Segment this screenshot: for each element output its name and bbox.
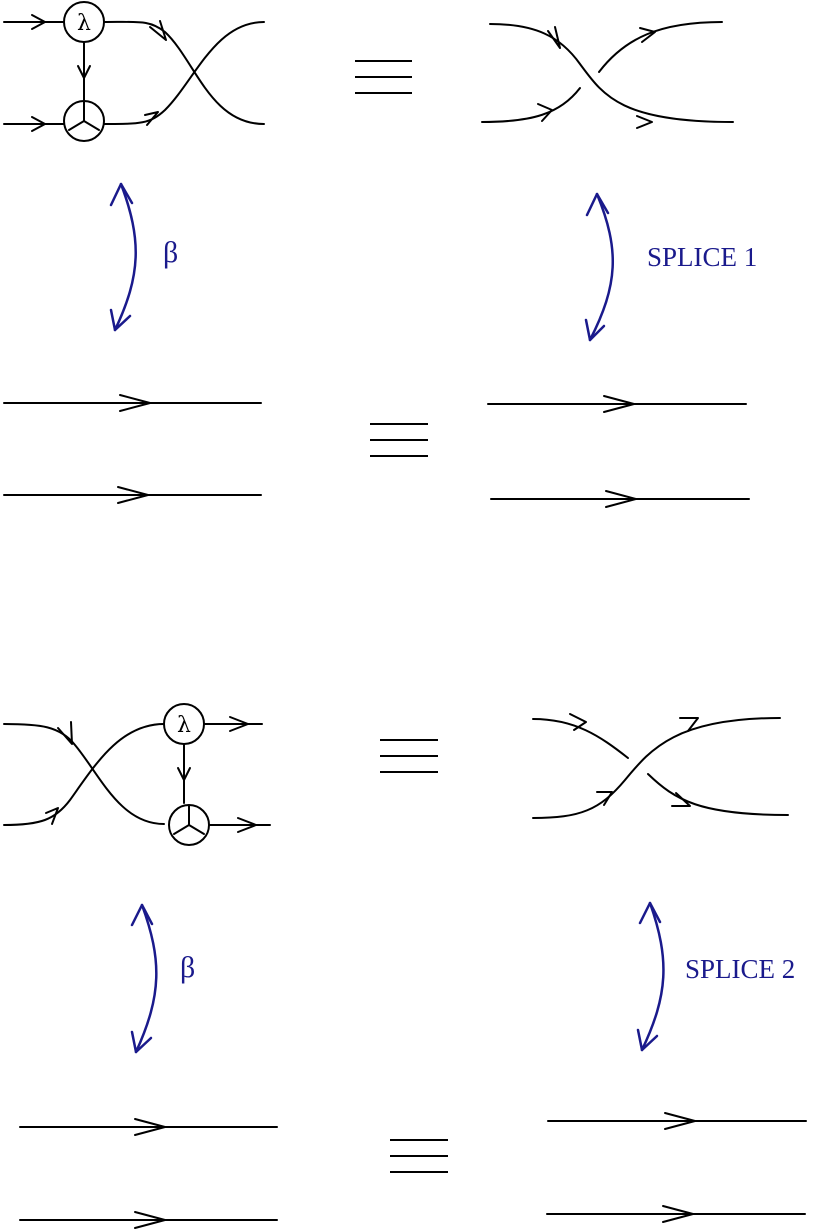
equivalence-sign <box>380 739 438 773</box>
arrowhead <box>177 767 191 781</box>
beta-label-top: β <box>163 236 178 269</box>
splice2-move-arrow <box>636 901 665 1052</box>
arrowhead <box>639 27 656 43</box>
equivalence-sign <box>355 60 412 94</box>
crossing-strand-under-left <box>532 718 629 759</box>
equivalence-sign <box>390 1139 448 1173</box>
arrowhead <box>671 792 691 807</box>
arrowhead <box>679 717 699 732</box>
crossing-strand-over <box>532 717 781 819</box>
beta-move-arrow-top <box>109 182 137 332</box>
arrowhead <box>636 115 653 129</box>
arrowhead <box>547 26 561 49</box>
arrowhead <box>31 14 46 30</box>
merge-node-glyph <box>173 805 205 835</box>
bottom-panel: λ <box>3 703 807 1229</box>
beta-label-bottom: β <box>180 951 195 984</box>
arrowhead <box>229 716 249 732</box>
top-left-crossing-diagram: λ <box>3 1 265 142</box>
top-panel: λ <box>3 1 757 508</box>
arrowhead <box>537 103 553 122</box>
arrowhead <box>149 20 167 41</box>
splice1-move-arrow <box>584 192 615 342</box>
arrowhead <box>57 721 73 745</box>
bottom-left-crossing-diagram: λ <box>3 703 271 846</box>
top-left-parallel-lines <box>3 394 262 504</box>
lambda-node-label: λ <box>77 11 91 36</box>
arrowhead <box>596 791 613 806</box>
merge-node-glyph <box>68 101 100 131</box>
equivalence-sign <box>370 423 428 457</box>
crossing-strand-under-right <box>598 21 723 73</box>
beta-move-arrow-bottom <box>130 903 158 1054</box>
lambda-node-label: λ <box>177 713 191 738</box>
splice2-label: SPLICE 2 <box>685 954 795 984</box>
arrowhead <box>237 817 257 833</box>
crossing-strand-under-left <box>481 87 581 123</box>
bottom-left-parallel-lines <box>19 1118 278 1229</box>
crossing-strand-lower-start <box>3 723 165 826</box>
arrowhead <box>144 111 159 126</box>
arrowhead <box>569 713 587 731</box>
bottom-right-parallel-lines <box>546 1112 807 1223</box>
crossing-strand-over <box>489 23 734 123</box>
top-right-parallel-lines <box>487 395 750 508</box>
crossing-strand-under-right <box>647 773 789 816</box>
splice1-label: SPLICE 1 <box>647 242 757 272</box>
arrowhead <box>77 65 91 79</box>
arrowhead <box>45 807 59 825</box>
top-right-crossing-diagram <box>481 21 734 129</box>
arrowhead <box>31 116 46 132</box>
crossing-strand-from-lambda <box>103 20 265 125</box>
bottom-right-crossing-diagram <box>532 713 789 819</box>
crossing-strand-upper-start <box>3 723 165 825</box>
crossing-strand-from-merge <box>103 21 265 125</box>
